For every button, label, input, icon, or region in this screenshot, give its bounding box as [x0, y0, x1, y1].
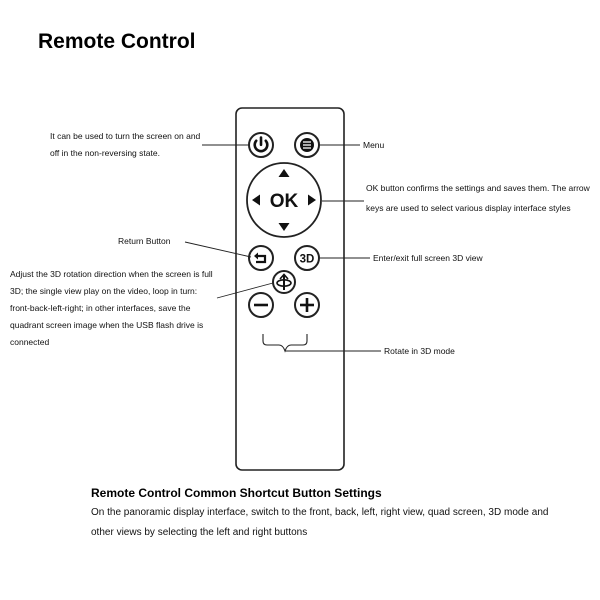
leader-rotation [216, 282, 274, 299]
annotation-zoom: Rotate in 3D mode [384, 346, 455, 356]
page-title: Remote Control [38, 30, 196, 53]
three-d-button[interactable]: 3D [294, 245, 320, 271]
minus-button[interactable] [248, 292, 274, 318]
return-icon [254, 252, 267, 264]
menu-button[interactable] [294, 132, 320, 158]
annotation-ok: OK button confirms the settings and save… [366, 183, 590, 213]
annotation-3d: Enter/exit full screen 3D view [373, 253, 483, 263]
menu-icon [300, 138, 314, 152]
plus-icon [300, 298, 314, 312]
annotation-rotation: Adjust the 3D rotation direction when th… [10, 269, 213, 347]
arrow-down-icon[interactable] [278, 223, 290, 231]
arrow-up-icon[interactable] [278, 169, 290, 177]
arrow-right-icon[interactable] [308, 194, 316, 206]
footer-heading: Remote Control Common Shortcut Button Se… [91, 486, 382, 500]
three-d-label: 3D [300, 254, 315, 266]
rotate-button[interactable] [272, 270, 296, 294]
footer-body: On the panoramic display interface, swit… [91, 507, 549, 538]
annotation-power: It can be used to turn the screen on and… [50, 131, 201, 158]
return-button[interactable] [248, 245, 274, 271]
annotation-return: Return Button [118, 236, 171, 246]
power-icon [253, 136, 269, 153]
power-button[interactable] [248, 132, 274, 158]
annotation-menu: Menu [363, 140, 385, 150]
leader-return [184, 241, 252, 258]
ok-button[interactable]: OK [270, 191, 299, 212]
plus-button[interactable] [294, 292, 320, 318]
dpad[interactable]: OK [246, 162, 322, 238]
arrow-left-icon[interactable] [252, 194, 260, 206]
rotate-icon [276, 273, 292, 290]
